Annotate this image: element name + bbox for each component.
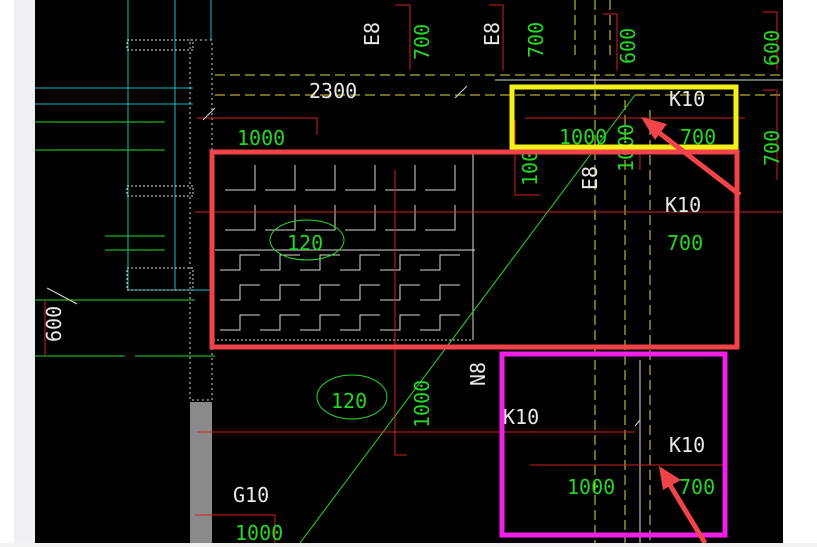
dim-600-left-label: 600 xyxy=(42,306,66,342)
highlight-box-magenta xyxy=(499,351,728,538)
dim-1000-bottom-right-label: 1000 xyxy=(567,475,615,499)
dimension-lines xyxy=(44,4,783,543)
axis-lines xyxy=(215,0,783,543)
vertical-text: E8 700 E8 700 600 600 700 100 E8 1000 N8… xyxy=(42,22,784,428)
dim-1000-top-left-label: 1000 xyxy=(237,126,285,150)
highlight-box-yellow xyxy=(509,84,739,150)
stair-hatch xyxy=(215,165,475,331)
dim-600-top-label: 600 xyxy=(616,28,640,64)
highlight-box-red xyxy=(209,149,740,350)
tag-k10-mid-label: K10 xyxy=(665,193,701,217)
dim-700-bottom-right-label: 700 xyxy=(679,475,715,499)
dim-1000-vert-lower-label: 1000 xyxy=(410,380,434,428)
dim-120-bottom-label: 120 xyxy=(331,389,367,413)
annotation-arrows xyxy=(641,117,742,545)
dim-700-top2-label: 700 xyxy=(524,22,548,58)
tag-e8-2-label: E8 xyxy=(480,22,504,46)
ellipse-tags xyxy=(269,219,388,420)
left-gutter xyxy=(0,0,14,543)
tag-k10-lower-left-label: K10 xyxy=(503,405,539,429)
tag-n8-label: N8 xyxy=(466,362,490,386)
dim-1000-bottom-left-label: 1000 xyxy=(235,521,283,543)
wall-lines xyxy=(35,0,212,291)
left-stub-lines xyxy=(35,121,215,357)
dim-700-k10-mid-label: 700 xyxy=(667,231,703,255)
tag-g10-label: G10 xyxy=(233,483,269,507)
column-hatch xyxy=(126,39,474,543)
right-gutter xyxy=(783,0,817,543)
axis-solid xyxy=(472,79,783,543)
cad-drawing-canvas[interactable]: 2300 1000 1000 700 700 120 120 1000 700 … xyxy=(35,0,784,545)
dimension-text: 2300 1000 1000 700 700 120 120 1000 700 … xyxy=(233,79,716,545)
dim-100-vert-label: 100 xyxy=(518,150,542,186)
leader-ticks xyxy=(46,85,641,427)
dim-2300-label: 2300 xyxy=(309,79,357,103)
tag-e8-1-label: E8 xyxy=(360,22,384,46)
dim-700-top1-label: 700 xyxy=(410,24,434,60)
tag-k10-top-label: K10 xyxy=(669,87,705,111)
tag-e8-3-label: E8 xyxy=(578,166,602,190)
dim-600-far-right-label: 600 xyxy=(760,30,783,66)
cad-drawing-svg[interactable]: 2300 1000 1000 700 700 120 120 1000 700 … xyxy=(35,0,784,545)
dim-700-far-right-label: 700 xyxy=(760,130,783,166)
dim-120-top-label: 120 xyxy=(287,231,323,255)
tag-k10-bottom-label: K10 xyxy=(669,433,705,457)
diagonal-section-line xyxy=(299,94,636,544)
